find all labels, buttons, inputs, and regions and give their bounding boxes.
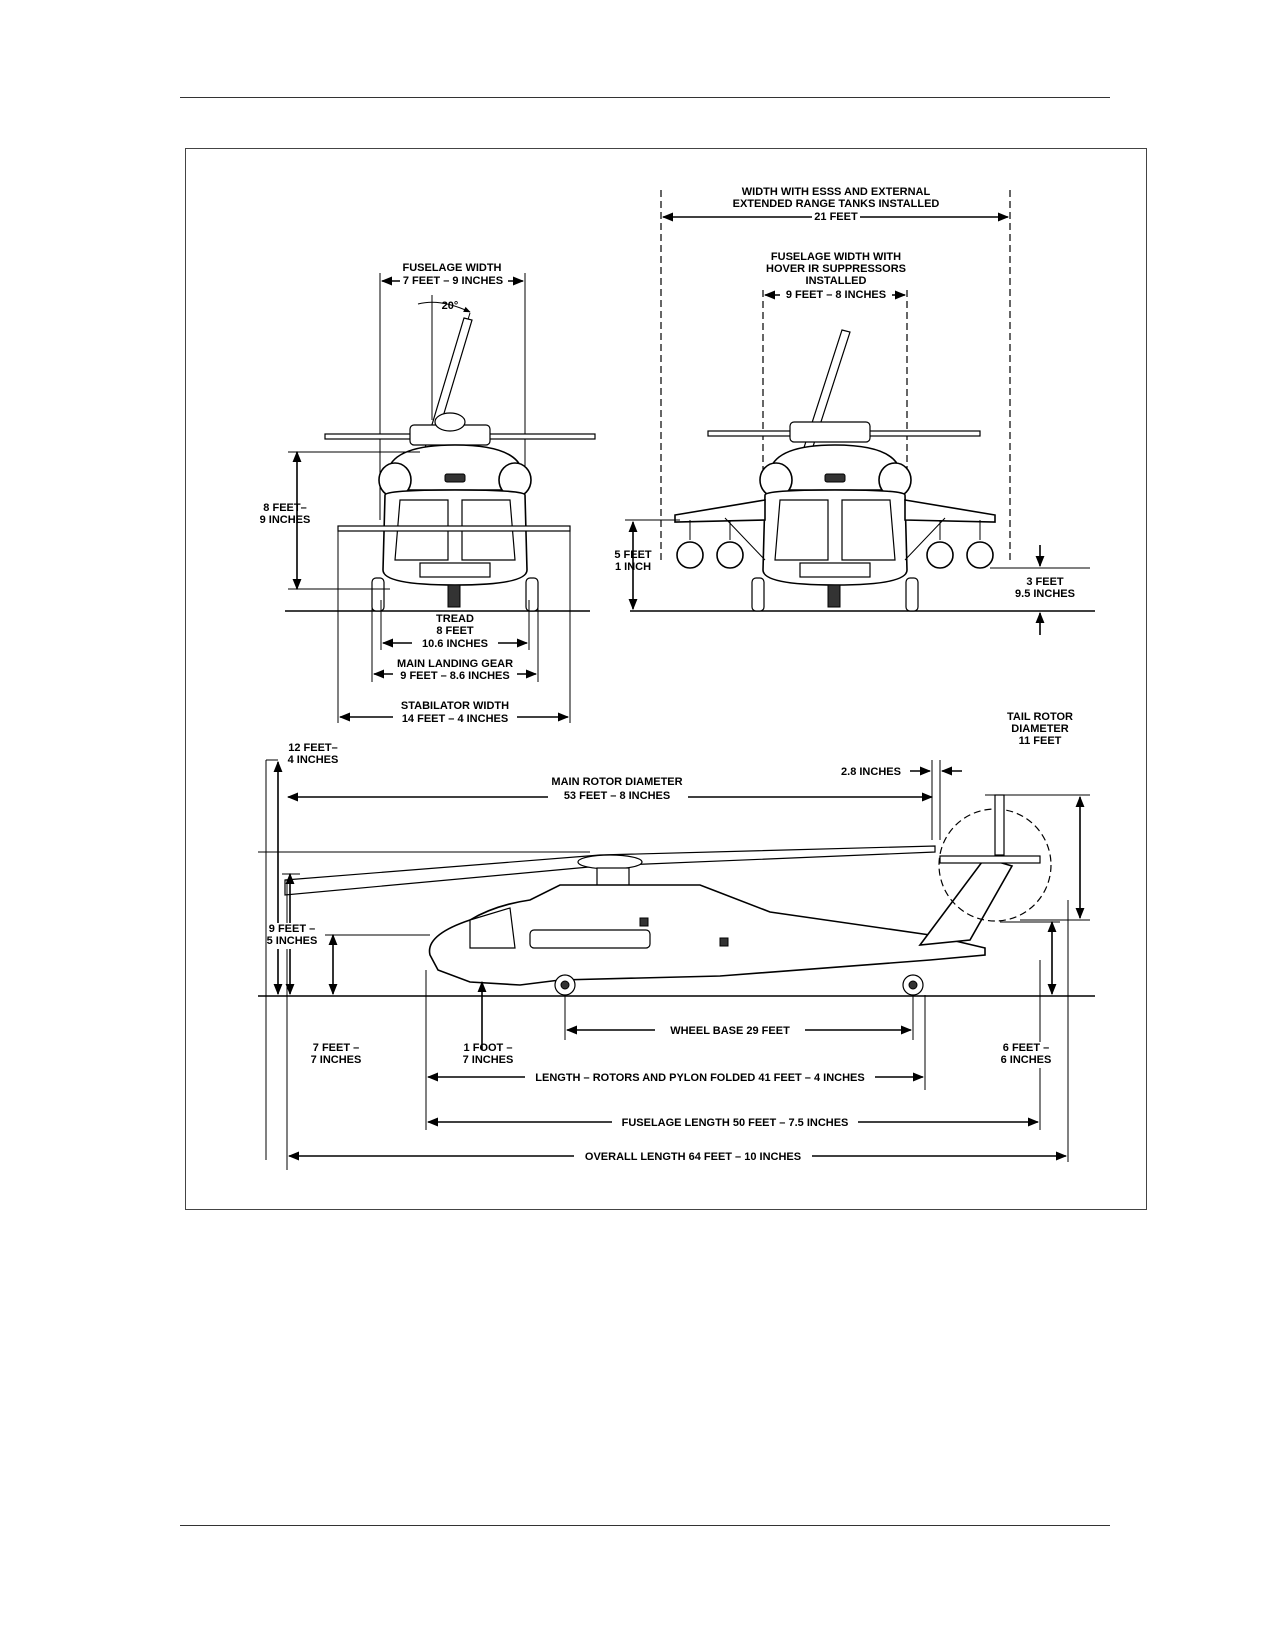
label-hirss-3: INSTALLED	[806, 275, 867, 287]
label-nose-clearance-1: 1 FOOT –	[464, 1042, 513, 1054]
label-fuselage-width-value: 7 FEET – 9 INCHES	[403, 275, 503, 287]
label-hub-height-1: 9 FEET –	[269, 923, 315, 935]
label-esss-3: 21 FEET	[814, 211, 858, 223]
label-hirss-4: 9 FEET – 8 INCHES	[786, 289, 886, 301]
label-overlap: 2.8 INCHES	[841, 766, 901, 778]
label-tail-height-2: 6 INCHES	[1001, 1054, 1052, 1066]
label-front-height-1: 8 FEET–	[263, 502, 306, 514]
label-tail-rotor-3: 11 FEET	[1019, 735, 1062, 747]
label-wheel-base: WHEEL BASE 29 FEET	[670, 1025, 790, 1037]
label-front-height-2: 9 INCHES	[260, 514, 311, 526]
label-tank-clearance-2: 9.5 INCHES	[1015, 588, 1075, 600]
label-hub-height-2: 5 INCHES	[267, 935, 318, 947]
label-blade-angle: 20°	[442, 300, 459, 312]
label-folded-length: LENGTH – ROTORS AND PYLON FOLDED 41 FEET…	[535, 1072, 864, 1084]
label-rotor-diameter-1: MAIN ROTOR DIAMETER	[551, 776, 682, 788]
label-tank-clearance-1: 3 FEET	[1026, 576, 1064, 588]
side-view	[258, 759, 1095, 1170]
label-hirss-2: HOVER IR SUPPRESSORS	[766, 263, 906, 275]
label-rotor-diameter-2: 53 FEET – 8 INCHES	[564, 790, 670, 802]
label-tail-rotor-2: DIAMETER	[1011, 723, 1069, 735]
label-gear-height-1: 7 FEET –	[313, 1042, 359, 1054]
label-stab-1: STABILATOR WIDTH	[401, 700, 509, 712]
label-gear-height-2: 7 INCHES	[311, 1054, 362, 1066]
label-main-gear-1: MAIN LANDING GEAR	[397, 658, 513, 670]
header-rule	[180, 97, 1110, 98]
label-overall-length: OVERALL LENGTH 64 FEET – 10 INCHES	[585, 1151, 801, 1163]
label-tread-3: 10.6 INCHES	[422, 638, 488, 650]
label-tread-1: TREAD	[436, 613, 474, 625]
label-side-height-2: 4 INCHES	[288, 754, 339, 766]
label-esss-1: WIDTH WITH ESSS AND EXTERNAL	[742, 186, 931, 198]
front-view-esss	[625, 190, 1095, 635]
dimension-labels: FUSELAGE WIDTH 7 FEET – 9 INCHES 20° 8 F…	[260, 186, 1075, 1163]
label-nose-clearance-2: 7 INCHES	[463, 1054, 514, 1066]
label-pylon-height-1: 5 FEET	[614, 549, 652, 561]
label-stab-2: 14 FEET – 4 INCHES	[402, 713, 508, 725]
label-hirss-1: FUSELAGE WIDTH WITH	[771, 251, 901, 263]
front-view-basic	[285, 273, 596, 723]
label-side-height-1: 12 FEET–	[288, 742, 338, 754]
label-pylon-height-2: 1 INCH	[615, 561, 651, 573]
footer-rule	[180, 1525, 1110, 1526]
label-esss-2: EXTENDED RANGE TANKS INSTALLED	[733, 198, 940, 210]
label-fuselage-length: FUSELAGE LENGTH 50 FEET – 7.5 INCHES	[622, 1117, 849, 1129]
label-tread-2: 8 FEET	[436, 625, 474, 637]
label-tail-height-1: 6 FEET –	[1003, 1042, 1049, 1054]
label-main-gear-2: 9 FEET – 8.6 INCHES	[400, 670, 509, 682]
label-fuselage-width-title: FUSELAGE WIDTH	[403, 262, 502, 274]
label-tail-rotor-1: TAIL ROTOR	[1007, 711, 1073, 723]
